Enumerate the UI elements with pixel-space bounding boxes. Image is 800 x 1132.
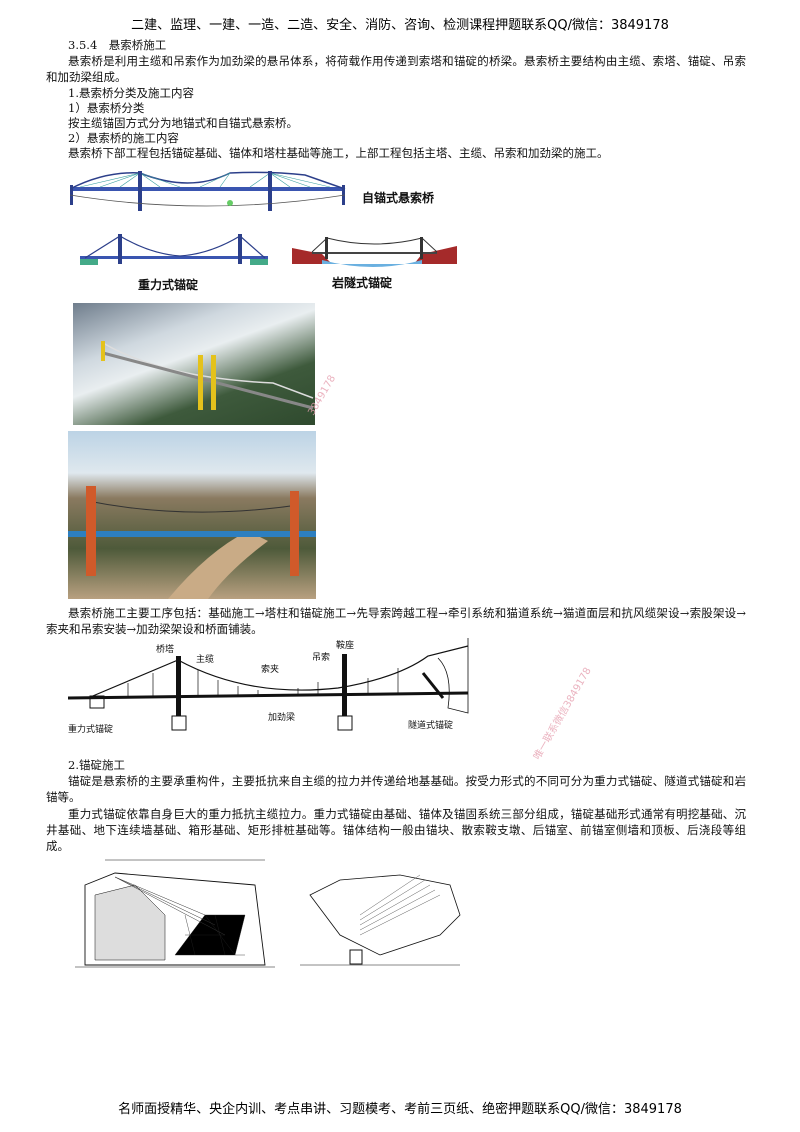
heading-1-1: 1）悬索桥分类 bbox=[68, 101, 145, 115]
construction-content-text: 悬索桥下部工程包括锚碇基础、锚体和塔柱基础等施工，上部工程包括主塔、主缆、吊索和… bbox=[68, 146, 609, 160]
anchor-paragraph-1: 锚碇是悬索桥的主要承重构件，主要抵抗来自主缆的拉力并传递给地基基础。按受力形式的… bbox=[46, 774, 746, 804]
label-main-cable: 主缆 bbox=[196, 653, 214, 665]
bridge-components-diagram: 桥塔 主缆 鞍座 吊索 索夹 加劲梁 重力式锚碇 隧道式锚碇 bbox=[68, 638, 469, 735]
anchor-paragraph-2: 重力式锚碇依靠自身巨大的重力抵抗主缆拉力。重力式锚碇由基础、锚体及锚固系统三部分… bbox=[46, 807, 746, 853]
label-tower: 桥塔 bbox=[156, 643, 174, 655]
page-header: 二建、监理、一建、一造、二造、安全、消防、咨询、检测课程押题联系QQ/微信：38… bbox=[131, 18, 669, 33]
label-tunnel-anchor: 隧道式锚碇 bbox=[408, 719, 453, 731]
label-girder: 加劲梁 bbox=[268, 711, 295, 723]
caption-self-anchored: 自锚式悬索桥 bbox=[362, 191, 435, 205]
self-anchored-bridge-figure bbox=[70, 171, 346, 211]
heading-1-2: 2）悬索桥的施工内容 bbox=[68, 131, 179, 145]
label-saddle: 鞍座 bbox=[336, 639, 354, 651]
caption-gravity-anchor: 重力式锚碇 bbox=[138, 278, 199, 292]
gravity-anchor-bridge-figure bbox=[80, 234, 268, 265]
process-paragraph: 悬索桥施工主要工序包括：基础施工→塔柱和锚碇施工→先导索跨越工程→牵引系统和猫道… bbox=[46, 606, 746, 636]
watermark-contact: 唯一联系微信3849178 bbox=[531, 665, 594, 762]
bridge-photo-river bbox=[68, 431, 316, 599]
heading-1: 1.悬索桥分类及施工内容 bbox=[68, 86, 194, 100]
label-hanger: 吊索 bbox=[312, 651, 330, 663]
tunnel-anchor-section-drawing bbox=[300, 874, 461, 966]
heading-2: 2.锚碇施工 bbox=[68, 758, 125, 772]
label-gravity-anchor: 重力式锚碇 bbox=[68, 723, 113, 735]
label-clamp: 索夹 bbox=[261, 663, 279, 675]
bridge-photo-fog bbox=[73, 303, 315, 425]
classification-text: 按主缆锚固方式分为地锚式和自锚式悬索桥。 bbox=[68, 116, 298, 130]
gravity-anchor-section-drawing bbox=[75, 859, 275, 968]
section-title: 3.5.4 悬索桥施工 bbox=[68, 38, 167, 52]
intro-paragraph: 悬索桥是利用主缆和吊索作为加劲梁的悬吊体系，将荷载作用传递到索塔和锚碇的桥梁。悬… bbox=[46, 54, 746, 84]
page-footer: 名师面授精华、央企内训、考点串讲、习题模考、考前三页纸、绝密押题联系QQ/微信：… bbox=[118, 1102, 682, 1117]
caption-tunnel-anchor: 岩隧式锚碇 bbox=[332, 276, 393, 290]
tunnel-anchor-bridge-figure bbox=[292, 237, 457, 267]
